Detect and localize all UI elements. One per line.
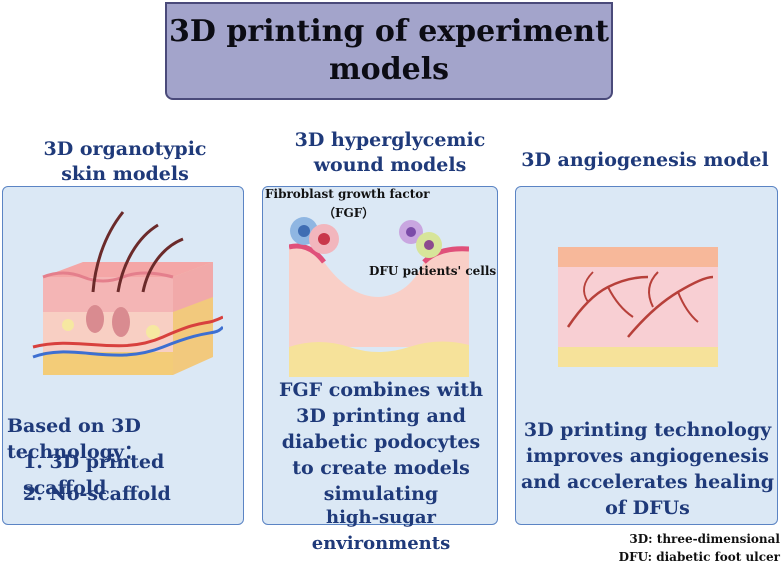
heading-wound-models: 3D hyperglycemic wound models — [294, 129, 486, 176]
label-dfu-cells: DFU patients' cells — [369, 264, 497, 278]
diagram-title: 3D printing of experiment models — [169, 14, 609, 87]
wound-line-4: to create models — [292, 457, 470, 479]
title-box: 3D printing of experiment models — [165, 2, 613, 100]
angio-line-3: and accelerates healing — [520, 471, 775, 493]
panel-angiogenesis-model: 3D printing technology improves angiogen… — [515, 186, 778, 525]
label-fgf: Fibroblast growth factor — [265, 187, 430, 201]
wound-line-5: simulating — [323, 483, 439, 505]
skin-line-3: 2. No-scaffold — [23, 483, 171, 505]
panel-skin-models: Based on 3D technology： 1. 3D printed sc… — [2, 186, 244, 525]
heading-angiogenesis-model: 3D angiogenesis model — [521, 149, 769, 171]
wound-line-3: diabetic podocytes — [281, 431, 481, 453]
angio-line-4: of DFUs — [605, 497, 690, 519]
wound-model-illustration — [289, 217, 469, 377]
skin-line-1: Based on 3D technology： — [7, 415, 143, 463]
wound-line-2: 3D printing and — [296, 405, 466, 427]
angio-line-2: improves angiogenesis — [526, 445, 769, 467]
skin-line-2: 1. 3D printed scaffold — [23, 451, 165, 499]
angio-line-1: 3D printing technology — [523, 419, 772, 441]
heading-skin-models: 3D organotypic skin models — [43, 138, 207, 185]
panel-wound-models: Fibroblast growth factor （FGF） DFU patie… — [262, 186, 498, 554]
angiogenesis-illustration — [558, 247, 718, 367]
skin-block-illustration — [32, 211, 223, 375]
footnote-3d: 3D: three-dimensional — [629, 532, 780, 546]
wound-line-1: FGF combines with — [278, 379, 484, 401]
footnote-dfu: DFU: diabetic foot ulcer — [618, 550, 780, 564]
wound-line-6: high-sugar environments — [311, 507, 451, 554]
label-fgf-abbrev: （FGF） — [323, 206, 375, 220]
